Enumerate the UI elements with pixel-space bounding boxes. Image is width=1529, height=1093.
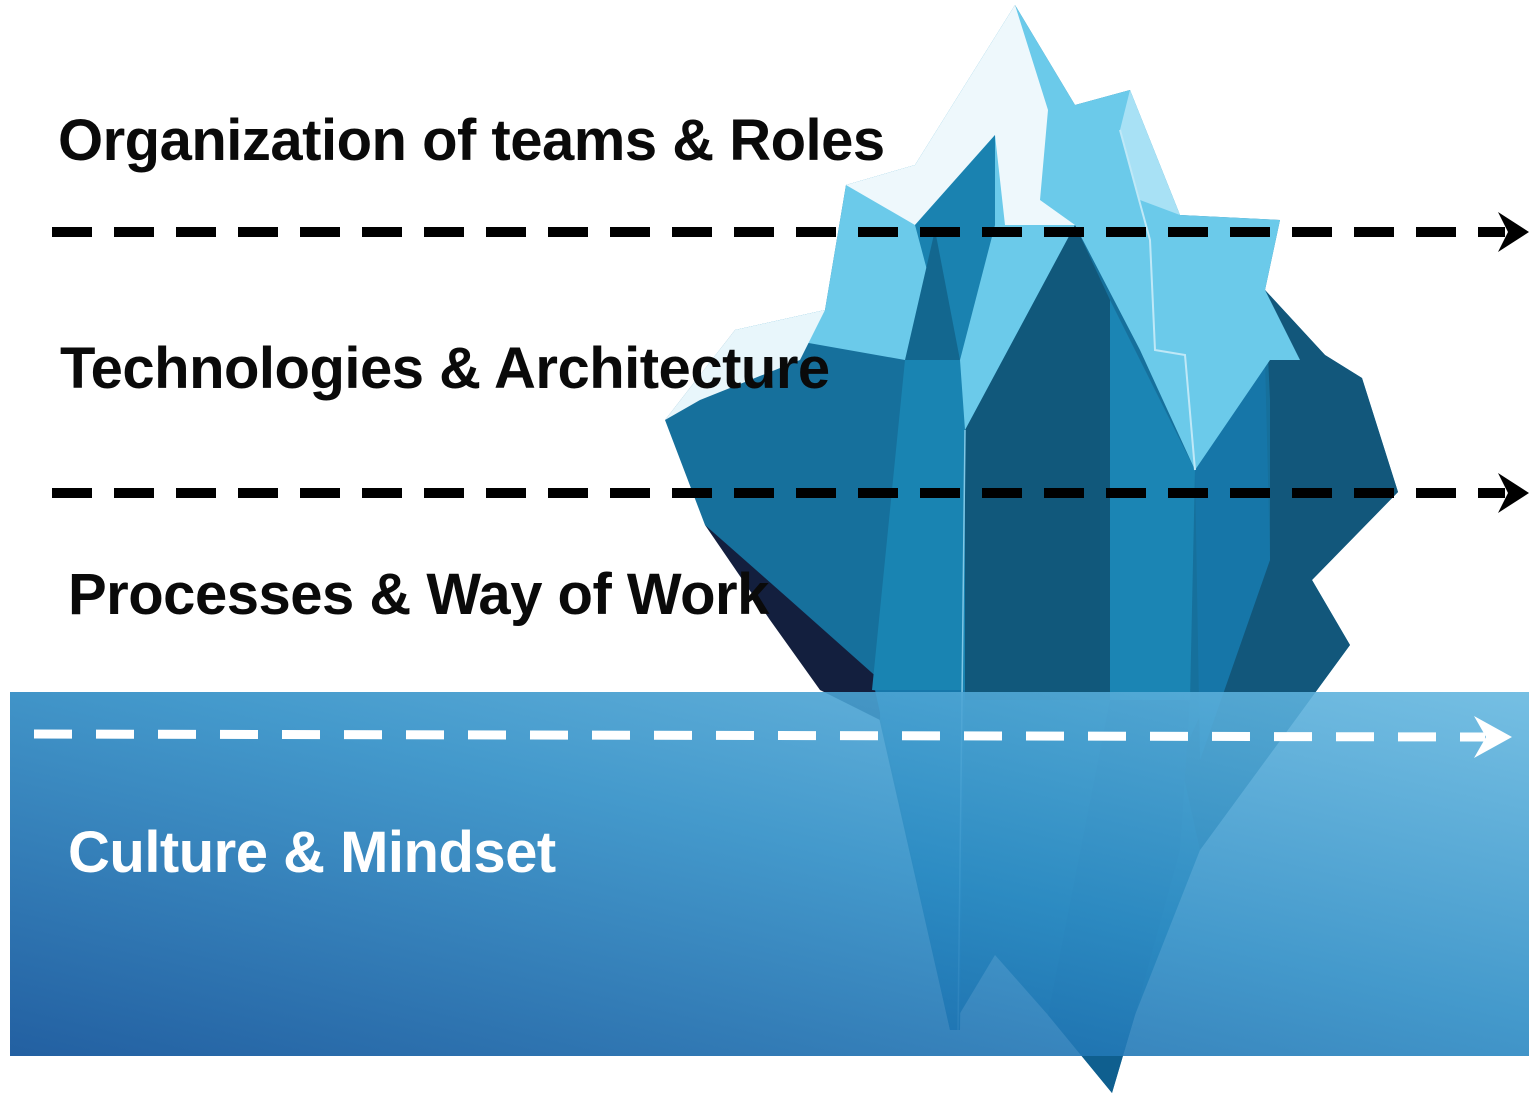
iceberg-left-shadow [705,525,880,720]
separator-line-2 [52,473,1529,513]
iceberg-snow-cap [846,5,1075,225]
iceberg-snow-left [665,310,825,420]
separator-line-3 [33,716,1512,758]
iceberg-center-mid [872,360,965,700]
iceberg-right-mid [1110,300,1195,700]
iceberg-crevice-deep [905,230,960,360]
iceberg-edge-line [1119,129,1196,471]
layer-label-processes: Processes & Way of Work [68,562,769,627]
arrowhead-2 [1498,473,1529,513]
iceberg-center-dark [965,225,1110,700]
iceberg-right-panel [1195,360,1270,760]
layer-label-organization: Organization of teams & Roles [58,108,885,173]
arrowhead-3 [1474,716,1512,758]
separator-line-1 [52,212,1529,252]
iceberg-crevice [915,135,995,360]
iceberg-snow-right [1120,90,1180,215]
layer-label-technologies: Technologies & Architecture [60,336,830,401]
iceberg-peak-light [735,5,1300,470]
arrowhead-1 [1498,212,1529,252]
water-band [10,692,1529,1056]
layer-label-culture: Culture & Mindset [68,820,556,885]
